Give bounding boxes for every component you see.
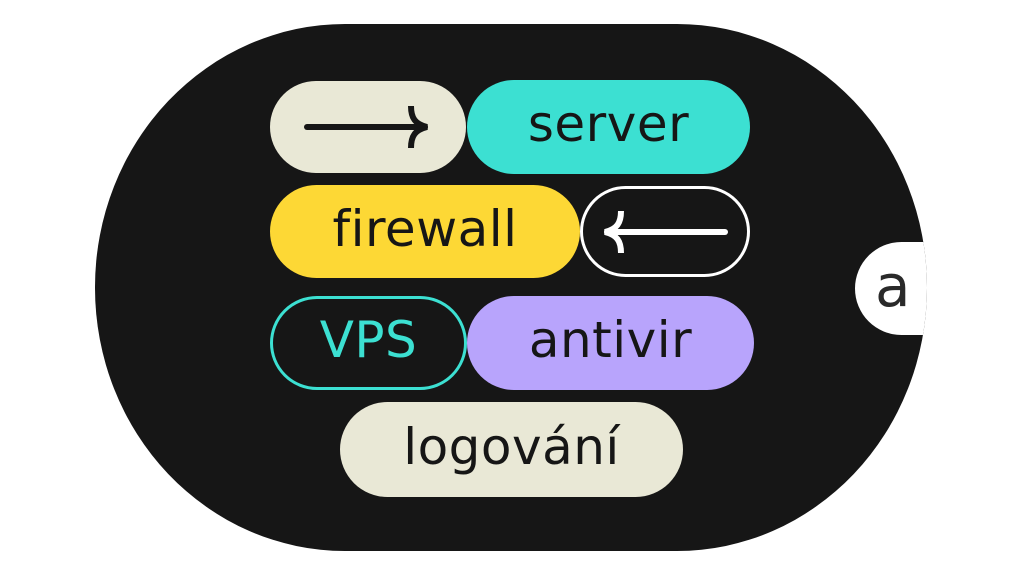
- logovani-label: logování: [403, 417, 620, 476]
- firewall-pill: firewall: [270, 185, 580, 278]
- firewall-label: firewall: [332, 199, 518, 258]
- server-label: server: [527, 95, 690, 153]
- arrow-right-icon: [304, 105, 428, 149]
- arrow-left-pill: [580, 186, 750, 277]
- antivir-pill: antivir: [467, 296, 754, 390]
- vps-pill: VPS: [270, 296, 467, 390]
- a-label: a: [875, 251, 912, 320]
- antivir-label: antivir: [528, 311, 693, 369]
- vps-label: VPS: [319, 311, 418, 369]
- arrow-right-pill: [270, 81, 466, 173]
- a-pill: a: [855, 242, 927, 335]
- server-pill: server: [467, 80, 750, 174]
- black-badge-shape: server firewall VPS antivir logování a: [95, 24, 927, 551]
- arrow-left-icon: [604, 210, 728, 253]
- logovani-pill: logování: [340, 402, 683, 497]
